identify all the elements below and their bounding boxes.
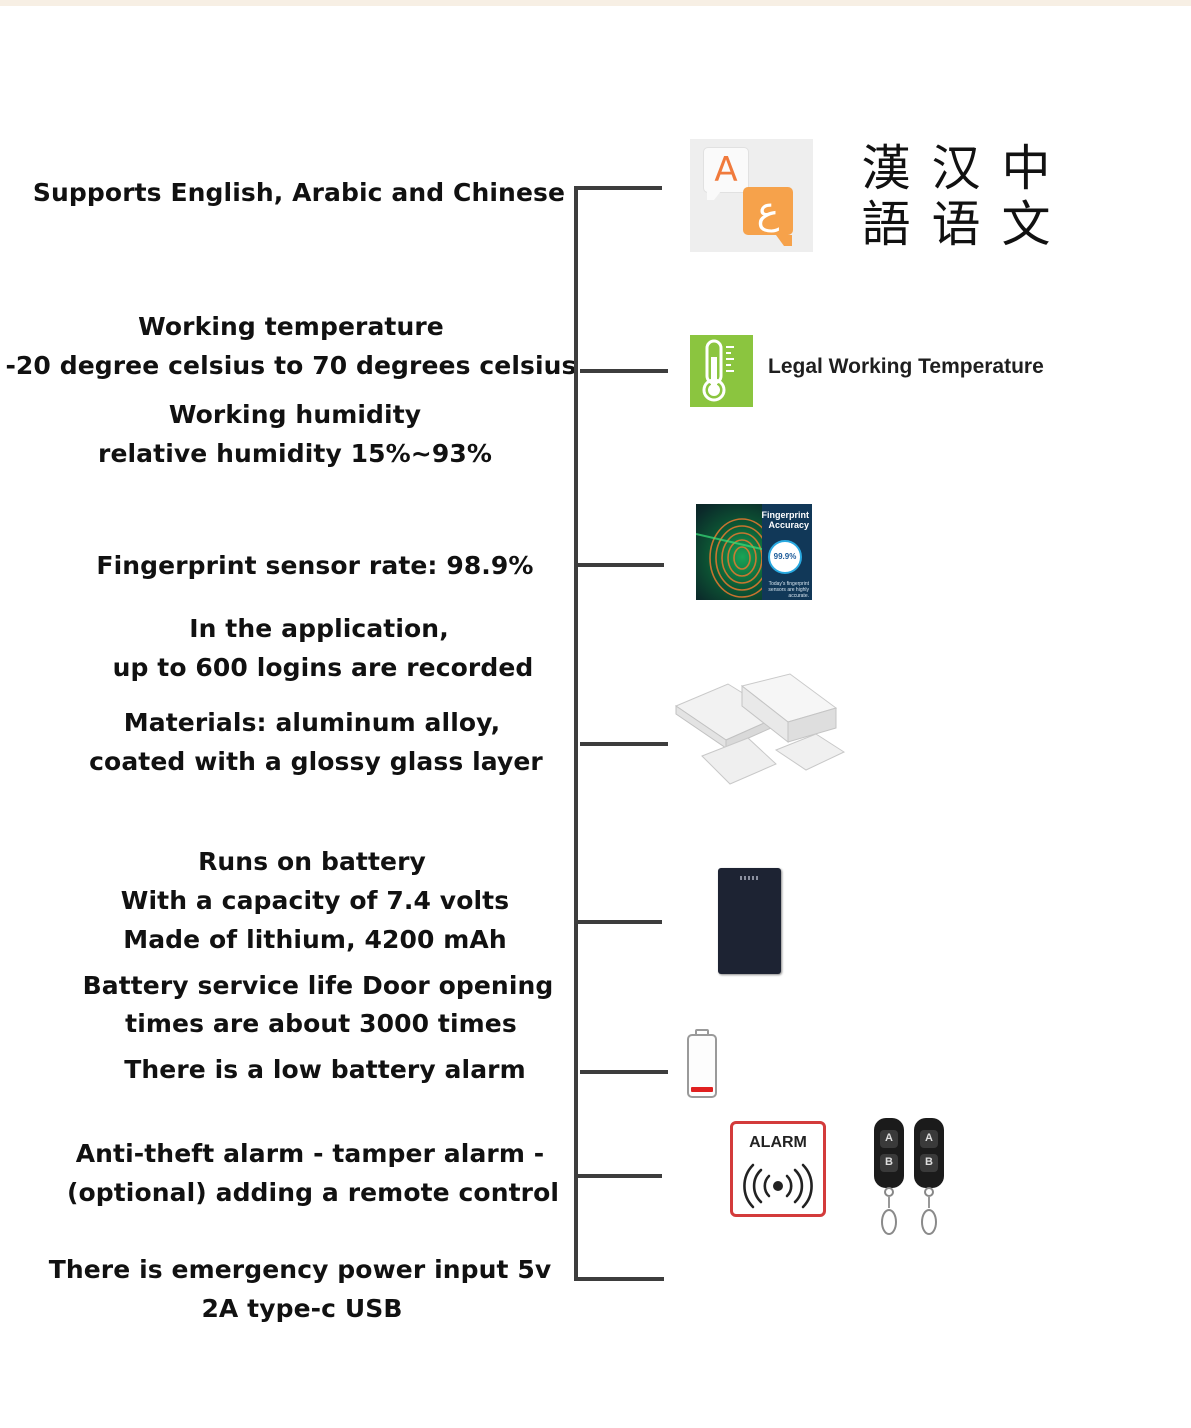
translate-icon: A ع xyxy=(690,139,813,252)
feature-temperature-title: Working temperature xyxy=(138,312,444,341)
battery-contacts xyxy=(740,876,760,880)
remote-button-a-right: A xyxy=(925,1132,933,1144)
alarm-label: ALARM xyxy=(749,1134,807,1151)
feature-battery-times: times are about 3000 times xyxy=(125,1009,517,1038)
fingerprint-title: Fingerprint Accuracy xyxy=(749,510,810,530)
feature-emergency-power: There is emergency power input 5v xyxy=(48,1255,552,1284)
feature-battery-capacity: Made of lithium, 4200 mAh xyxy=(123,925,507,954)
top-border xyxy=(0,0,1191,6)
remote-button-a-left: A xyxy=(885,1132,893,1144)
bubble-arabic-tail xyxy=(776,235,792,246)
aluminum-parts-image xyxy=(668,672,850,792)
feature-low-battery: There is a low battery alarm xyxy=(124,1055,526,1084)
bubble-a-letter: A xyxy=(714,150,738,190)
bubble-arabic: ع xyxy=(743,187,793,235)
feature-battery-title: Runs on battery xyxy=(198,847,426,876)
low-battery-icon xyxy=(686,1028,718,1100)
feature-languages: Supports English, Arabic and Chinese xyxy=(32,178,566,207)
connector-low-battery xyxy=(580,1070,668,1074)
feature-humidity-range: relative humidity 15%~93% xyxy=(98,439,492,468)
alarm-sign-icon: ALARM xyxy=(730,1121,826,1217)
feature-app-logins: up to 600 logins are recorded xyxy=(112,653,534,682)
thermometer-icon xyxy=(690,335,753,407)
feature-usb: 2A type-c USB xyxy=(201,1294,403,1323)
chinese-text-traditional: 漢語 xyxy=(861,140,911,253)
connector-materials xyxy=(580,742,668,746)
connector-alarm xyxy=(576,1174,662,1178)
feature-battery-voltage: With a capacity of 7.4 volts xyxy=(120,886,510,915)
connector-temperature xyxy=(580,369,668,373)
bubble-a-tail xyxy=(707,191,721,200)
connector-battery xyxy=(576,920,662,924)
feature-temperature-range: -20 degree celsius to 70 degrees celsius xyxy=(5,351,577,380)
remote-button-b-left: B xyxy=(885,1156,893,1168)
bubble-a: A xyxy=(703,147,749,193)
connector-spine xyxy=(574,186,578,1281)
remote-control-image: A B A B xyxy=(862,1110,954,1248)
feature-battery-life: Battery service life Door opening xyxy=(82,971,554,1000)
fingerprint-badge: 99.9% xyxy=(768,540,802,574)
connector-usb xyxy=(574,1277,664,1281)
battery-pack-image xyxy=(718,868,781,974)
fingerprint-note: Today's fingerprint sensors are highly a… xyxy=(768,581,809,599)
feature-anti-theft: Anti-theft alarm - tamper alarm - xyxy=(75,1139,545,1168)
chinese-text-simplified: 汉语 xyxy=(931,140,981,253)
feature-remote: (optional) adding a remote control xyxy=(66,1178,560,1207)
fingerprint-title-line1: Fingerprint xyxy=(761,510,810,520)
legal-temperature-label: Legal Working Temperature xyxy=(768,355,1044,378)
fingerprint-title-line2: Accuracy xyxy=(768,520,809,530)
bubble-arabic-letter: ع xyxy=(756,188,780,232)
chinese-text-zhongwen: 中文 xyxy=(1001,140,1051,253)
feature-fingerprint-rate: Fingerprint sensor rate: 98.9% xyxy=(96,551,534,580)
fingerprint-accuracy-image: Fingerprint Accuracy 99.9% Today's finge… xyxy=(696,504,812,600)
alarm-waves-icon xyxy=(743,1163,813,1209)
feature-materials-title: Materials: aluminum alloy, xyxy=(123,708,501,737)
remote-button-b-right: B xyxy=(925,1156,933,1168)
feature-humidity-title: Working humidity xyxy=(168,400,422,429)
connector-fingerprint xyxy=(576,563,664,567)
connector-languages xyxy=(574,186,662,190)
feature-app-title: In the application, xyxy=(189,614,449,643)
feature-materials-coating: coated with a glossy glass layer xyxy=(89,747,543,776)
